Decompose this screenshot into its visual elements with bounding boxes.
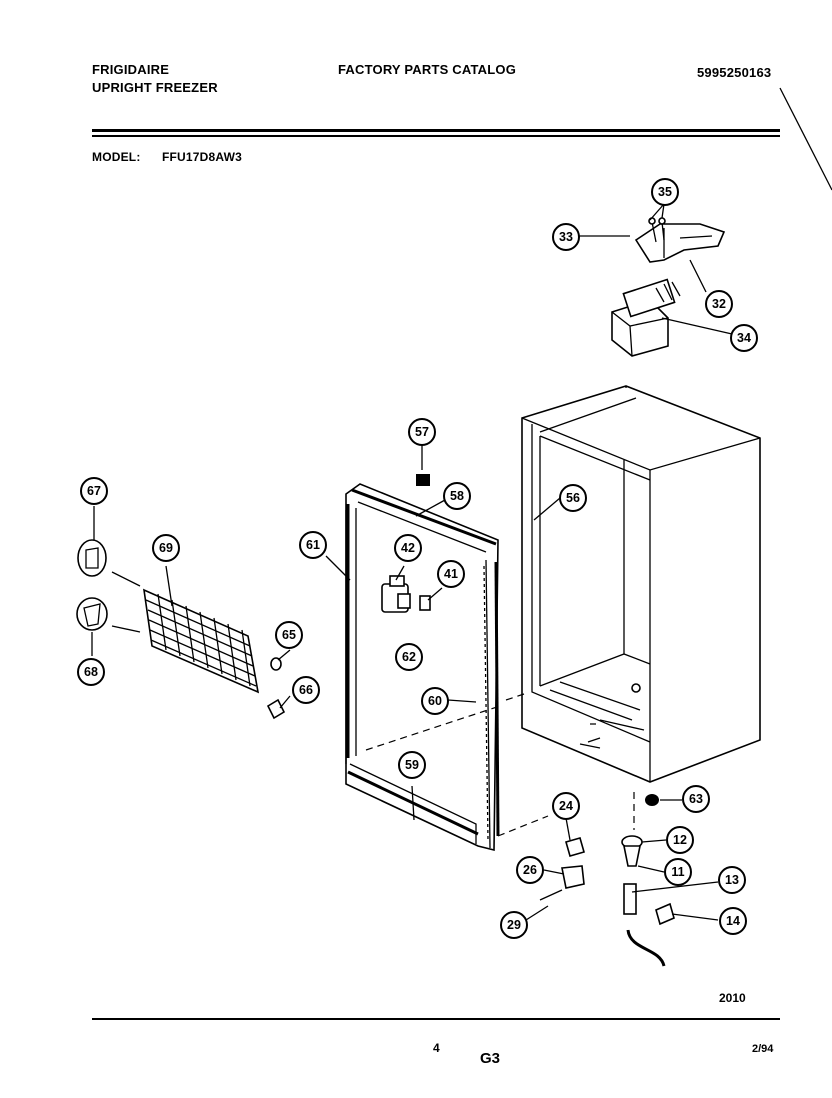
- svg-text:68: 68: [84, 665, 98, 679]
- callout-62: 62: [395, 643, 423, 671]
- callout-33: 33: [552, 223, 580, 251]
- leader-lines: [91, 203, 733, 921]
- callout-29: 29: [500, 911, 528, 939]
- callout-34: 34: [730, 324, 758, 352]
- svg-text:59: 59: [405, 758, 419, 772]
- callout-58: 58: [443, 482, 471, 510]
- svg-text:33: 33: [559, 230, 573, 244]
- svg-text:58: 58: [450, 489, 464, 503]
- callout-59: 59: [398, 751, 426, 779]
- callout-66: 66: [292, 676, 320, 704]
- page-number: 4: [433, 1041, 440, 1055]
- callout-14: 14: [719, 907, 747, 935]
- scan-mark-line: [779, 87, 832, 191]
- svg-text:60: 60: [428, 694, 442, 708]
- brand-name: FRIGIDAIRE: [92, 62, 170, 77]
- footer-rule: [92, 1018, 780, 1020]
- model-label: MODEL:: [92, 150, 141, 164]
- product-name: UPRIGHT FREEZER: [92, 80, 218, 95]
- section-code: G3: [480, 1050, 501, 1067]
- cabinet: [521, 385, 761, 783]
- header-rule-bottom: [92, 135, 780, 137]
- header-rule-top: [92, 129, 780, 132]
- callout-26: 26: [516, 856, 544, 884]
- svg-text:29: 29: [507, 918, 521, 932]
- svg-text:62: 62: [402, 650, 416, 664]
- svg-text:34: 34: [737, 331, 751, 345]
- svg-text:13: 13: [725, 873, 739, 887]
- svg-text:35: 35: [658, 185, 672, 199]
- svg-text:56: 56: [566, 491, 580, 505]
- callout-11: 11: [664, 858, 692, 886]
- svg-text:67: 67: [87, 484, 101, 498]
- defrost-parts: [539, 723, 601, 901]
- svg-text:12: 12: [673, 833, 687, 847]
- catalog-number: 5995250163: [697, 65, 772, 80]
- model-number: FFU17D8AW3: [162, 150, 243, 164]
- drain-assembly: [621, 792, 675, 967]
- callout-42: 42: [394, 534, 422, 562]
- callout-35: 35: [651, 178, 679, 206]
- svg-text:14: 14: [726, 914, 740, 928]
- callout-13: 13: [718, 866, 746, 894]
- svg-text:26: 26: [523, 863, 537, 877]
- callout-60: 60: [421, 687, 449, 715]
- svg-text:69: 69: [159, 541, 173, 555]
- callout-61: 61: [299, 531, 327, 559]
- grille-assembly: [76, 539, 286, 720]
- svg-text:11: 11: [671, 865, 684, 879]
- leveling-leg-57: [416, 474, 430, 486]
- svg-text:57: 57: [415, 425, 429, 439]
- svg-text:32: 32: [712, 297, 726, 311]
- compressor-assembly: [611, 217, 726, 357]
- callout-41: 41: [437, 560, 465, 588]
- drawing-code: 2010: [719, 991, 746, 1005]
- callout-68: 68: [77, 658, 105, 686]
- callout-57: 57: [408, 418, 436, 446]
- callout-12: 12: [666, 826, 694, 854]
- callout-63: 63: [682, 785, 710, 813]
- svg-text:66: 66: [299, 683, 313, 697]
- catalog-date: 2/94: [752, 1043, 774, 1055]
- svg-text:42: 42: [401, 541, 415, 555]
- door-assembly: [345, 483, 549, 852]
- svg-text:41: 41: [444, 567, 458, 581]
- svg-text:63: 63: [689, 792, 703, 806]
- callout-32: 32: [705, 290, 733, 318]
- callout-67: 67: [80, 477, 108, 505]
- callout-65: 65: [275, 621, 303, 649]
- callout-69: 69: [152, 534, 180, 562]
- catalog-title: FACTORY PARTS CATALOG: [338, 62, 517, 77]
- svg-text:24: 24: [559, 799, 573, 813]
- thermostat-part: [381, 575, 431, 613]
- callout-56: 56: [559, 484, 587, 512]
- svg-text:65: 65: [282, 628, 296, 642]
- callout-24: 24: [552, 792, 580, 820]
- svg-text:61: 61: [306, 538, 320, 552]
